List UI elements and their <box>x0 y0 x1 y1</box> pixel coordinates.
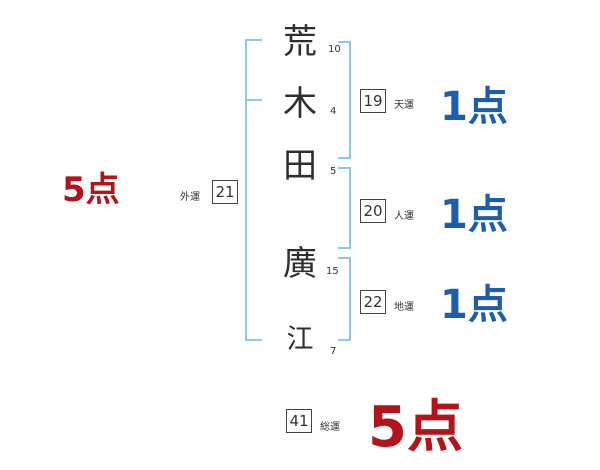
tenun-value: 19 <box>360 89 386 113</box>
stroke-count-5: 7 <box>330 346 337 357</box>
gaiun-value: 21 <box>212 180 238 204</box>
chiun-label: 地運 <box>394 302 414 313</box>
chiun-bracket <box>338 257 351 341</box>
stroke-count-1: 10 <box>328 44 341 55</box>
name-char-3: 田 <box>283 146 317 186</box>
chiun-value: 22 <box>360 290 386 314</box>
gaiun-label: 外運 <box>180 192 200 203</box>
tenun-label: 天運 <box>394 100 414 111</box>
name-char-1: 荒 <box>283 22 317 62</box>
tenun-score: 1点 <box>440 84 508 130</box>
name-char-5: 江 <box>286 324 314 355</box>
jinun-value: 20 <box>360 199 386 223</box>
outer-bracket <box>245 39 262 341</box>
jinun-bracket <box>338 167 351 249</box>
gaiun-score: 5点 <box>62 170 120 210</box>
stroke-count-4: 15 <box>326 266 339 277</box>
jinun-label: 人運 <box>394 211 414 222</box>
name-char-4: 廣 <box>283 244 317 284</box>
stroke-count-2: 4 <box>330 106 337 117</box>
jinun-score: 1点 <box>440 192 508 238</box>
souun-score: 5点 <box>368 395 463 460</box>
souun-value: 41 <box>286 409 312 433</box>
souun-label: 総運 <box>320 422 340 433</box>
tenun-bracket <box>338 41 351 159</box>
stroke-count-3: 5 <box>330 166 337 177</box>
chiun-score: 1点 <box>440 282 508 328</box>
name-char-2: 木 <box>283 84 317 124</box>
